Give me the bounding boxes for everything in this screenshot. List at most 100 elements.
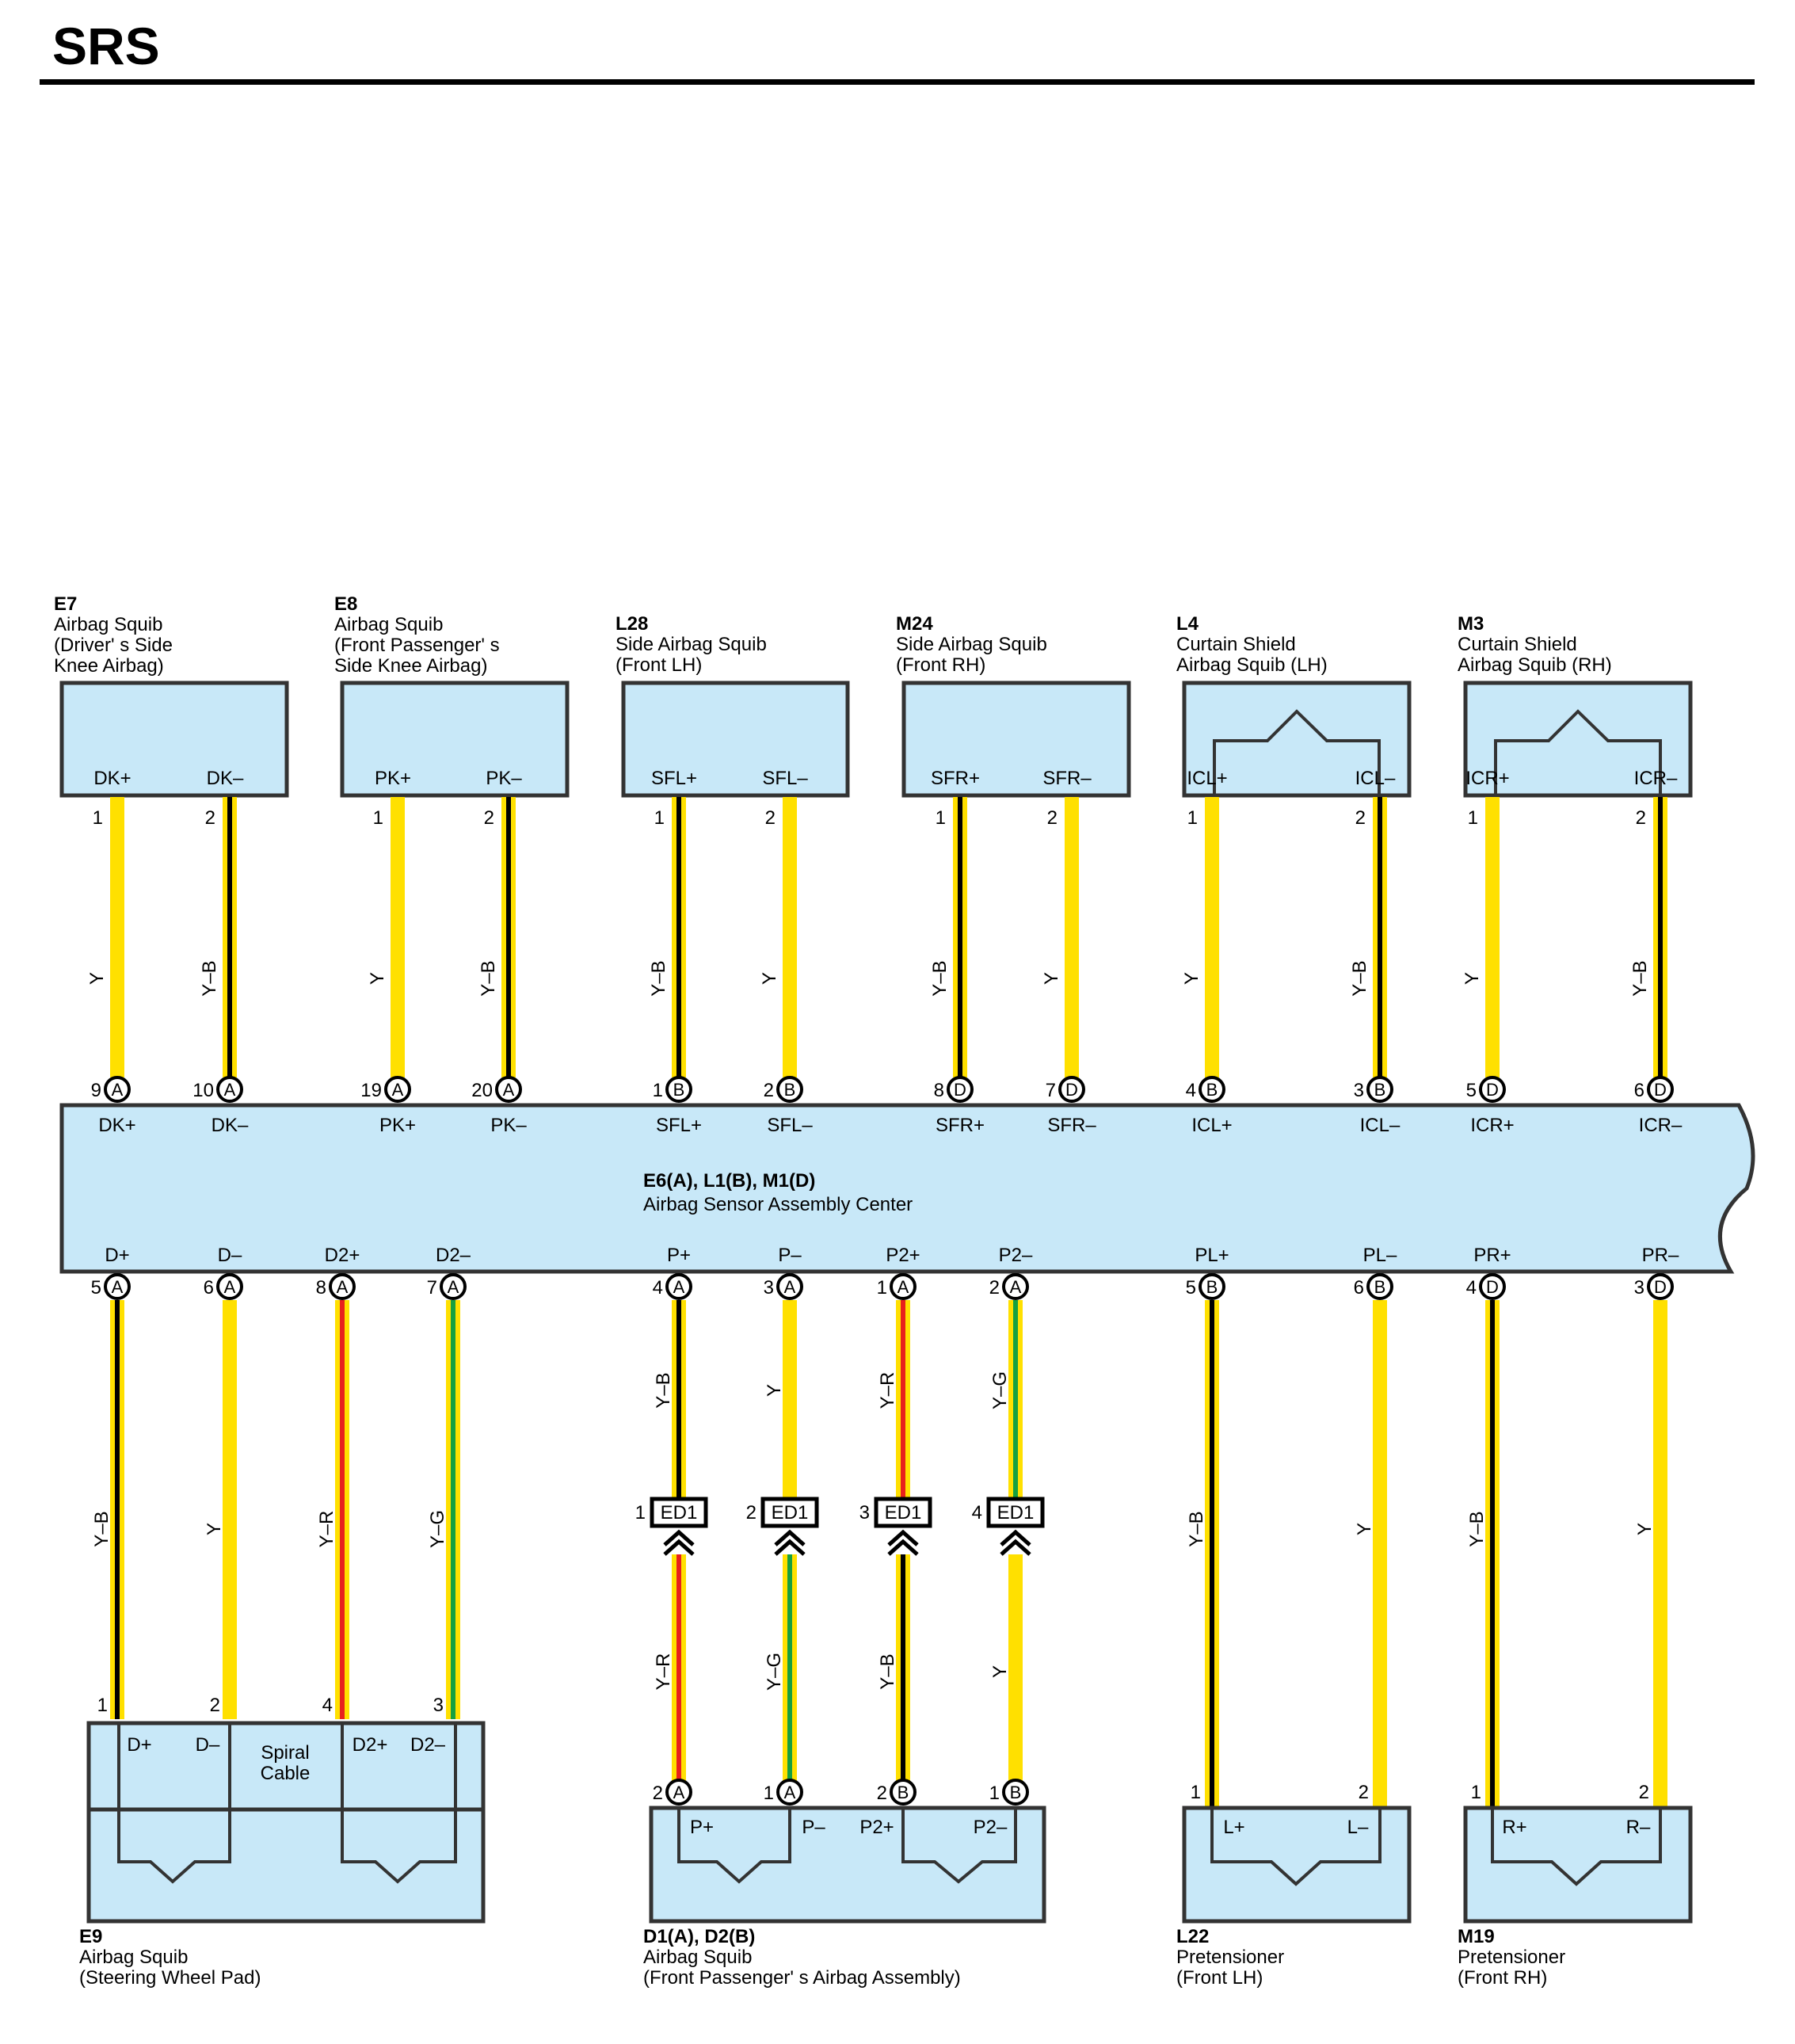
connector-circle-letter: B: [898, 1783, 909, 1802]
ecu-terminal-label: PK+: [379, 1115, 416, 1136]
junction-chevron: [1000, 1529, 1031, 1556]
connector-circle-letter: A: [898, 1277, 909, 1297]
connector-circle: [1366, 1273, 1393, 1300]
wire-color-label: Y–B: [199, 960, 220, 996]
terminal-label: L–: [1347, 1817, 1369, 1838]
connector-circle-letter: A: [392, 1080, 404, 1100]
connector-circle-letter: A: [673, 1277, 685, 1297]
ecu-pin-number: 19: [360, 1080, 382, 1101]
ecu-pin-number: 4: [653, 1277, 663, 1298]
ecu-pin-number: 3: [764, 1277, 774, 1298]
wire-stripe: [958, 797, 962, 1077]
component-box: [59, 681, 289, 798]
connector-circle: [329, 1273, 356, 1300]
wire-stripe: [901, 1300, 905, 1499]
connector-circle-letter: D: [1065, 1080, 1078, 1100]
connector-circle: [104, 1273, 131, 1300]
terminal-label: R–: [1626, 1817, 1651, 1838]
component-name: (Driver' s Side: [54, 635, 173, 656]
connector-circle-letter: B: [673, 1080, 685, 1100]
junction-label: ED1: [885, 1502, 922, 1523]
connector-circle: [1366, 1076, 1393, 1103]
component-name: Airbag Squib: [334, 614, 443, 635]
component-name: Airbag Squib (LH): [1176, 654, 1328, 676]
component-box: [901, 681, 1131, 798]
ecu-pin-number: 3: [1634, 1277, 1644, 1298]
wire-color-label: Y–B: [648, 960, 669, 996]
component-id: L22: [1176, 1926, 1209, 1947]
squib-symbol: [677, 1808, 791, 1884]
wire: [783, 797, 797, 1077]
pin-number: 1: [1471, 1782, 1481, 1803]
ecu-terminal-label: SFL–: [767, 1115, 813, 1136]
terminal-label: D+: [127, 1734, 151, 1756]
component-id: M3: [1458, 613, 1484, 635]
connector-circle: [1479, 1076, 1506, 1103]
terminal-label: P–: [802, 1817, 825, 1838]
component-id: E7: [54, 593, 77, 615]
ecu-terminal-label: ICL–: [1360, 1115, 1401, 1136]
pin-number: 1: [764, 1783, 774, 1804]
connector-circle-letter: A: [337, 1277, 349, 1297]
ecu-terminal-label: PL+: [1195, 1245, 1229, 1266]
component-name: (Front RH): [1458, 1967, 1547, 1989]
wire-stripe: [676, 1300, 681, 1499]
wire-stripe: [676, 1554, 681, 1783]
connector-circle-letter: B: [1374, 1080, 1386, 1100]
pin-number: 1: [936, 807, 946, 829]
ecu-pin-number: 6: [1354, 1277, 1364, 1298]
squib-symbol: [1494, 709, 1662, 795]
junction-box: [874, 1497, 932, 1528]
ecu-pin-number: 1: [877, 1277, 887, 1298]
wire-stripe: [1490, 1300, 1495, 1806]
ecu-pin-number: 5: [91, 1277, 101, 1298]
pin-number: 2: [1636, 807, 1646, 829]
wire-color-label: Y: [1354, 1523, 1375, 1535]
ecu-terminal-label: D2+: [325, 1245, 360, 1266]
terminal-label: R+: [1502, 1817, 1526, 1838]
component-box: [1463, 1806, 1693, 1924]
ecu-terminal-label: PR+: [1473, 1245, 1511, 1266]
wire-stripe: [340, 1300, 345, 1719]
component-id: M19: [1458, 1926, 1495, 1947]
connector-circle: [776, 1076, 803, 1103]
terminal-label: P2+: [859, 1817, 894, 1838]
wire-stripe: [1378, 797, 1382, 1077]
connector-circle: [1647, 1076, 1674, 1103]
ecu-terminal-label: PK–: [490, 1115, 527, 1136]
ecu-pin-number: 7: [427, 1277, 437, 1298]
wire: [391, 797, 405, 1077]
pin-number: 1: [1191, 1782, 1201, 1803]
component-id: E8: [334, 593, 357, 615]
wire-color-label: Y–B: [1349, 960, 1370, 996]
wire-stripe: [227, 797, 232, 1077]
connector-circle: [216, 1076, 243, 1103]
terminal-label: ICL+: [1187, 768, 1227, 789]
terminal-label: D–: [196, 1734, 220, 1756]
component-id: L28: [615, 613, 648, 635]
squib-symbol: [341, 1723, 457, 1884]
squib-symbol: [901, 1808, 1017, 1884]
connector-circle: [216, 1273, 243, 1300]
wire-color-label: Y: [1181, 972, 1202, 985]
terminal-label: PK–: [486, 768, 522, 789]
pin-number: 1: [97, 1695, 108, 1716]
pin-number: 2: [1359, 1782, 1369, 1803]
wire: [1653, 1300, 1667, 1806]
terminal-label: D2–: [410, 1734, 446, 1756]
terminal-label: ICR+: [1465, 768, 1509, 789]
wire: [110, 797, 124, 1077]
ecu-terminal-label: D–: [218, 1245, 242, 1266]
ecu-pin-number: 10: [192, 1080, 214, 1101]
component-name: (Front LH): [1176, 1967, 1263, 1989]
ecu-id: E6(A), L1(B), M1(D): [643, 1170, 815, 1192]
ecu-pin-number: 8: [316, 1277, 326, 1298]
wire-color-label: Y: [1041, 972, 1062, 985]
wire: [1373, 1300, 1387, 1806]
connector-circle-letter: D: [954, 1080, 966, 1100]
component-box: [86, 1721, 486, 1924]
ecu-pin-number: 20: [471, 1080, 493, 1101]
component-id: L4: [1176, 613, 1199, 635]
junction-pin: 4: [972, 1502, 982, 1523]
spiral-cable-label: Cable: [261, 1763, 311, 1784]
